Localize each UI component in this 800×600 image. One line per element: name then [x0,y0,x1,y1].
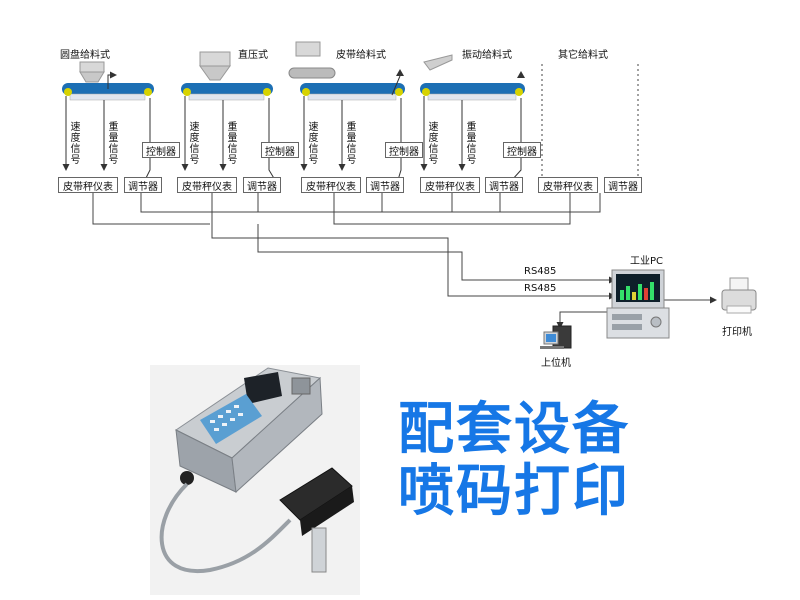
host-computer-label: 上位机 [541,358,571,369]
belt-scale-instrument-3: 皮带秤仪表 [301,177,361,193]
regulator-box-2: 调节器 [243,177,281,193]
feeder-label-vibrating: 振动给料式 [462,50,512,61]
speed-signal-label-1: 速度信号 [70,122,81,166]
direct-press-hopper [199,51,231,81]
weight-signal-label-1: 重量信号 [108,122,119,166]
belt-scale-instrument-4: 皮带秤仪表 [420,177,480,193]
controller-box-4: 控制器 [503,142,541,158]
belt-conveyor-4 [420,83,525,101]
inkjet-printer-photo [150,365,360,595]
belt-scale-instrument-2: 皮带秤仪表 [177,177,237,193]
feeder-label-disc: 圆盘给料式 [60,50,110,61]
speed-signal-label-4: 速度信号 [428,122,439,166]
disc-feeder-hopper [79,61,105,83]
speed-signal-label-2: 速度信号 [189,122,200,166]
feeder-label-direct-press: 直压式 [238,50,268,61]
weight-signal-label-2: 重量信号 [227,122,238,166]
regulator-box-1: 调节器 [124,177,162,193]
bus-lines [92,193,616,300]
host-computer-graphic [540,325,572,349]
signal-arrows [62,96,522,181]
industrial-pc-graphic [606,269,670,339]
industrial-pc-label: 工业PC [630,256,664,267]
regulator-box-3: 调节器 [366,177,404,193]
speed-signal-label-3: 速度信号 [308,122,319,166]
feeder-label-belt: 皮带给料式 [336,50,386,61]
belt-conveyor-2 [181,83,273,101]
feeder-label-other: 其它给料式 [558,50,608,61]
vibrating-feeder [423,54,453,71]
controller-box-2: 控制器 [261,142,299,158]
controller-box-1: 控制器 [142,142,180,158]
controller-box-3: 控制器 [385,142,423,158]
weight-signal-label-4: 重量信号 [466,122,477,166]
regulator-box-4: 调节器 [485,177,523,193]
printer-graphic [721,277,757,314]
weight-signal-label-3: 重量信号 [346,122,357,166]
rs485-label-2: RS485 [524,283,557,294]
rs485-label-1: RS485 [524,266,557,277]
regulator-box-5: 调节器 [604,177,642,193]
belt-feeder-hopper [288,41,336,79]
headline-line-2: 喷码打印 [398,459,630,524]
belt-scale-instrument-5: 皮带秤仪表 [538,177,598,193]
belt-conveyor-3 [300,83,405,101]
headline-line-1: 配套设备 [398,397,630,462]
belt-scale-instrument-1: 皮带秤仪表 [58,177,118,193]
printer-label: 打印机 [722,327,752,338]
